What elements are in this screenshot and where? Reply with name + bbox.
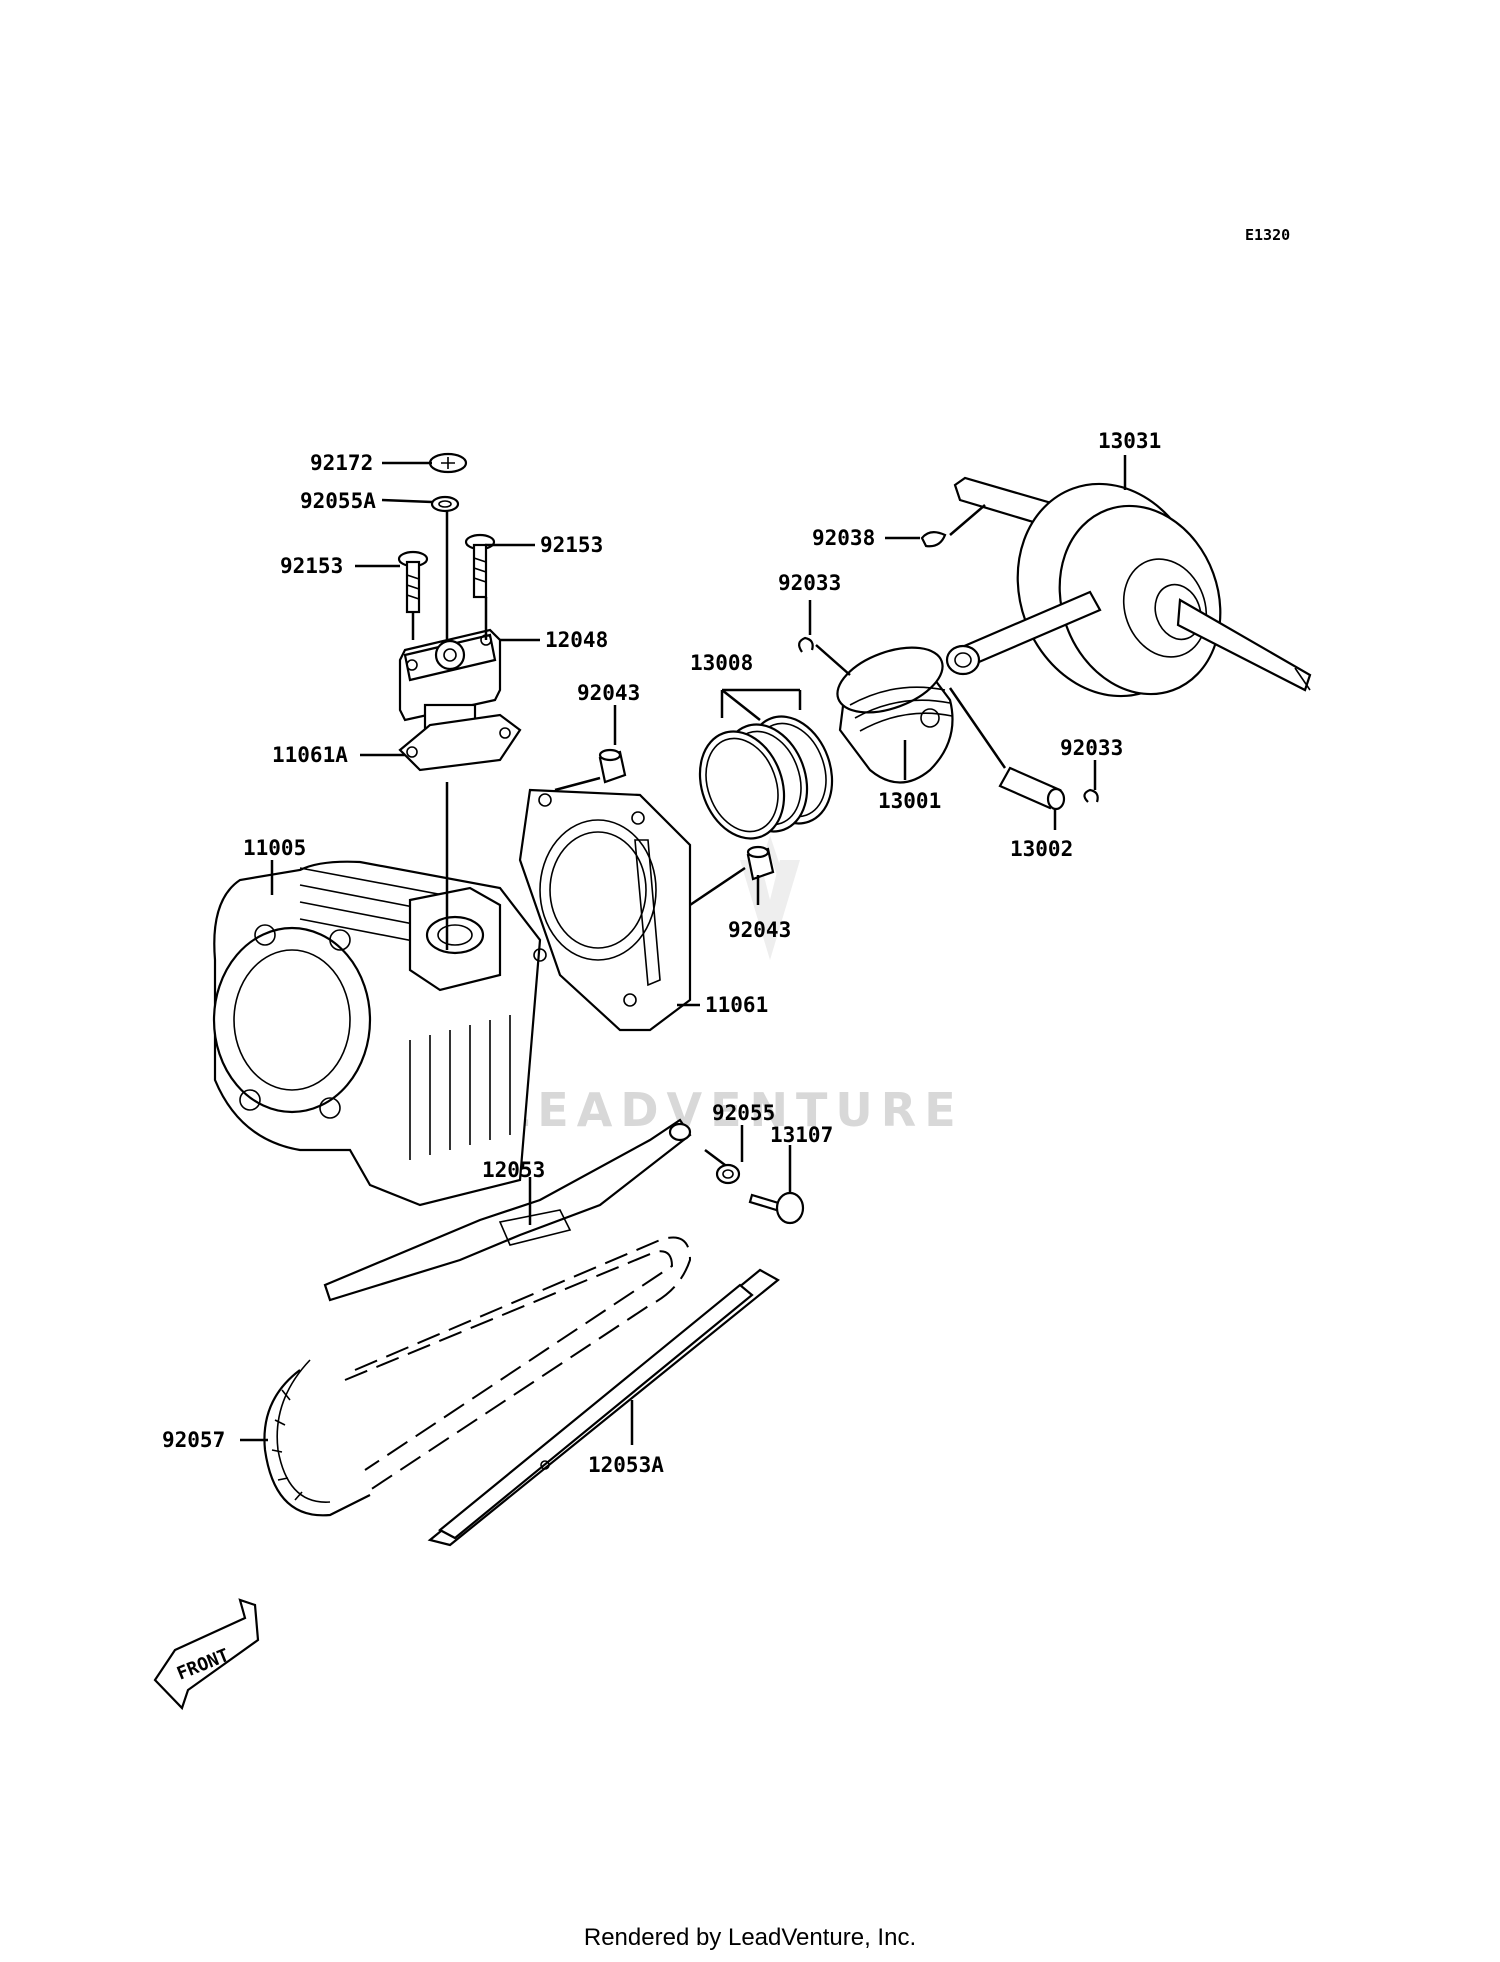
footer-credit: Rendered by LeadVenture, Inc. bbox=[583, 1924, 917, 1951]
tensioner-washer bbox=[430, 495, 460, 513]
piston bbox=[836, 646, 954, 784]
label-92043-top: 92043 bbox=[577, 681, 640, 705]
label-13107: 13107 bbox=[770, 1123, 833, 1147]
tensioner-body bbox=[398, 628, 522, 772]
label-92033-right: 92033 bbox=[1060, 736, 1123, 760]
piston-rings bbox=[698, 715, 834, 840]
label-92055A: 92055A bbox=[300, 489, 376, 513]
label-13001: 13001 bbox=[878, 789, 941, 813]
dowel-pin-bottom bbox=[746, 845, 775, 881]
dowel-pin-top bbox=[598, 748, 627, 784]
label-92033-top: 92033 bbox=[778, 571, 841, 595]
label-11061: 11061 bbox=[705, 993, 768, 1017]
cam-chain bbox=[263, 1236, 692, 1517]
label-92057: 92057 bbox=[162, 1428, 225, 1452]
leader-lines bbox=[240, 455, 1127, 1445]
cam-chain-guide-a bbox=[427, 1268, 780, 1547]
bolt-left bbox=[397, 550, 429, 614]
label-11061A: 11061A bbox=[272, 743, 348, 767]
crankshaft-key bbox=[920, 531, 947, 548]
label-12048: 12048 bbox=[545, 628, 608, 652]
label-12053A: 12053A bbox=[588, 1453, 664, 1477]
watermark-text: LEADVENTURE bbox=[500, 1083, 964, 1137]
crankshaft bbox=[945, 476, 1312, 698]
label-92153-right: 92153 bbox=[540, 533, 603, 557]
label-92055: 92055 bbox=[712, 1101, 775, 1125]
piston-pin bbox=[998, 766, 1066, 811]
guide-bolt bbox=[748, 1191, 805, 1225]
label-13031: 13031 bbox=[1098, 429, 1161, 453]
front-arrow: FRONT bbox=[153, 1598, 260, 1711]
label-11005: 11005 bbox=[243, 836, 306, 860]
circlip-top bbox=[798, 636, 814, 653]
tensioner-washer-lower bbox=[715, 1163, 741, 1185]
circlip-right bbox=[1083, 788, 1099, 803]
label-92153-left: 92153 bbox=[280, 554, 343, 578]
tensioner-cap-screw bbox=[428, 452, 468, 474]
bolt-right bbox=[464, 533, 496, 599]
label-92038: 92038 bbox=[812, 526, 875, 550]
cylinder-gasket bbox=[518, 788, 692, 1032]
label-13002: 13002 bbox=[1010, 837, 1073, 861]
label-92172: 92172 bbox=[310, 451, 373, 475]
cylinder-block bbox=[212, 860, 542, 1207]
label-92043-bottom: 92043 bbox=[728, 918, 791, 942]
label-13008: 13008 bbox=[690, 651, 753, 675]
cam-chain-guide bbox=[323, 1118, 692, 1302]
label-12053: 12053 bbox=[482, 1158, 545, 1182]
diagram-code: E1320 bbox=[1245, 226, 1290, 244]
